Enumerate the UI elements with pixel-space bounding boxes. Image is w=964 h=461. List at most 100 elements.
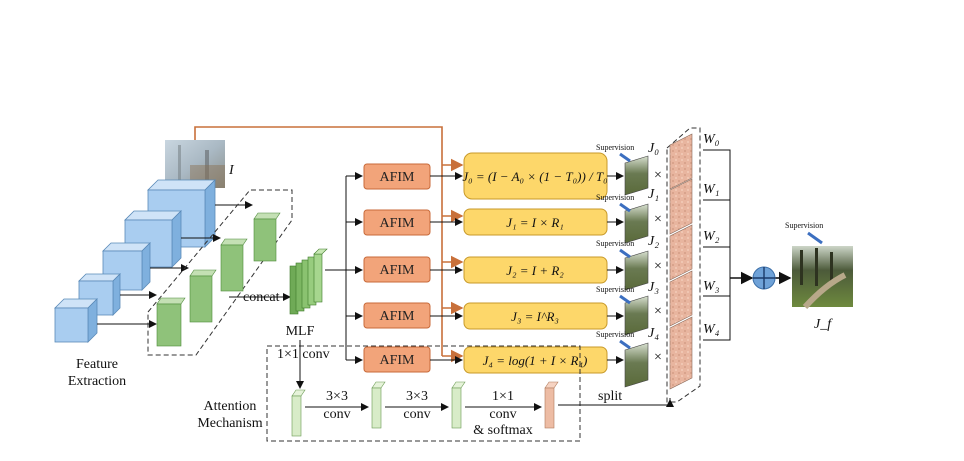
output-image-2 [624, 250, 649, 291]
supervision-label-0: Supervision [596, 143, 634, 152]
supervision-arrow-icon [619, 339, 631, 350]
output-label-3: J₃ [648, 280, 659, 295]
supervision-arrow-icon [619, 202, 631, 213]
final-output-image [792, 246, 853, 310]
output-label-0: J₀ [648, 141, 659, 156]
afim-module-3: AFIM [363, 256, 431, 283]
green-block-1 [156, 297, 186, 347]
green-feature-blocks [156, 212, 281, 347]
equation-2: J₂ = I + R₂ [506, 263, 564, 278]
green-block-2 [189, 269, 217, 323]
attention-label-1: Attention [204, 399, 257, 414]
times-symbol-1: × [654, 212, 662, 227]
supervision-arrow-icon [619, 294, 631, 305]
mlf-to-afim-arrows [325, 172, 363, 364]
afim-label: AFIM [379, 309, 415, 324]
equation-1: J₁ = I × R₁ [506, 215, 564, 230]
supervision-arrow-icon [619, 248, 631, 259]
equation-3: J₃ = I^R₃ [511, 309, 559, 324]
output-image-0 [624, 155, 649, 196]
attention-blocks [291, 381, 559, 437]
attention-label-2: Mechanism [197, 416, 262, 431]
afim-module-2: AFIM [363, 209, 431, 236]
output-image-3 [624, 295, 649, 336]
equation-box-3: J₃ = I^R₃ [463, 302, 608, 330]
afim-label: AFIM [379, 263, 415, 278]
supervision-label-4: Supervision [596, 330, 634, 339]
equation-box-0: J₀ = (I − A₀ × (1 − T₀)) / T₀ [462, 152, 608, 200]
feature-extraction-label-2: Extraction [68, 374, 126, 389]
multi-level-feature-region [147, 189, 293, 356]
times-symbol-4: × [654, 350, 662, 365]
equation-4: J₄ = log(1 + I × R₄) [483, 353, 588, 368]
attention-region [266, 345, 581, 442]
final-output-label: J_f [814, 317, 833, 332]
mlf-label: MLF [286, 324, 315, 339]
equation-box-1: J₁ = I × R₁ [463, 208, 608, 236]
mlf-block [289, 248, 328, 315]
attention-step3-mid: conv [489, 407, 516, 422]
green-block-3 [220, 238, 248, 292]
supervision-label-1: Supervision [596, 193, 634, 202]
output-label-4: J₄ [648, 326, 659, 341]
input-symbol: I [228, 163, 235, 178]
afim-module-1: AFIM [363, 163, 431, 190]
final-supervision-arrow-icon [807, 231, 823, 245]
feature-extraction-label-1: Feature [76, 357, 118, 372]
attention-block-4 [544, 381, 559, 429]
attention-block-1 [291, 389, 306, 437]
input-skip-connection [194, 126, 464, 363]
afim-label: AFIM [379, 170, 415, 185]
attention-block-3 [451, 381, 466, 429]
attention-step3-bottom: & softmax [473, 423, 533, 438]
output-label-1: J₁ [648, 187, 659, 202]
supervision-label-2: Supervision [596, 239, 634, 248]
attention-step1-top: 3×3 [326, 389, 348, 404]
supervision-markers: Supervision Supervision Supervision Supe… [596, 143, 634, 350]
weight-maps [669, 133, 693, 390]
sum-operator-icon [752, 266, 776, 290]
attention-block-2 [371, 381, 386, 429]
output-label-2: J₂ [648, 234, 659, 249]
times-symbol-2: × [654, 259, 662, 274]
weight-label-0: W₀ [703, 132, 720, 147]
output-labels: J₀ J₁ J₂ J₃ J₄ [648, 141, 659, 341]
weight-label-4: W₄ [703, 322, 720, 337]
fusion-bracket [703, 149, 792, 341]
afim-module-4: AFIM [363, 302, 431, 329]
split-label: split [598, 389, 622, 404]
weight-labels: W₀ W₁ W₂ W₃ W₄ [703, 132, 720, 337]
cube-1 [54, 298, 98, 343]
equation-0: J₀ = (I − A₀ × (1 − T₀)) / T₀ [462, 169, 607, 184]
attention-step3-top: 1×1 [492, 389, 514, 404]
concat-label: concat [243, 290, 280, 305]
supervision-arrow-icon [619, 152, 631, 163]
equation-box-4: J₄ = log(1 + I × R₄) [463, 346, 608, 374]
weight-label-3: W₃ [703, 279, 720, 294]
output-image-4 [624, 342, 649, 388]
supervision-label-3: Supervision [596, 285, 634, 294]
attention-step2-top: 3×3 [406, 389, 428, 404]
attention-first-conv-label: 1×1 conv [277, 347, 330, 362]
times-symbol-3: × [654, 304, 662, 319]
afim-label: AFIM [379, 216, 415, 231]
afim-label: AFIM [379, 353, 415, 368]
afim-to-equation-arrows [430, 172, 463, 364]
weight-label-2: W₂ [703, 229, 720, 244]
multiply-symbols: × × × × × [654, 168, 662, 365]
weight-map-4 [669, 316, 693, 390]
attention-step1-bottom: conv [323, 407, 350, 422]
cube-to-feature-arrows [97, 201, 253, 328]
output-image-1 [624, 203, 649, 244]
attention-step2-bottom: conv [403, 407, 430, 422]
output-images [624, 155, 649, 388]
attention-arrows [305, 398, 674, 411]
weight-map-1 [669, 178, 693, 235]
afim-module-5: AFIM [363, 346, 431, 373]
green-block-4 [253, 212, 281, 262]
times-symbol-0: × [654, 168, 662, 183]
final-supervision-label: Supervision [785, 221, 823, 230]
weight-map-0 [669, 133, 693, 190]
weight-map-3 [669, 270, 693, 327]
